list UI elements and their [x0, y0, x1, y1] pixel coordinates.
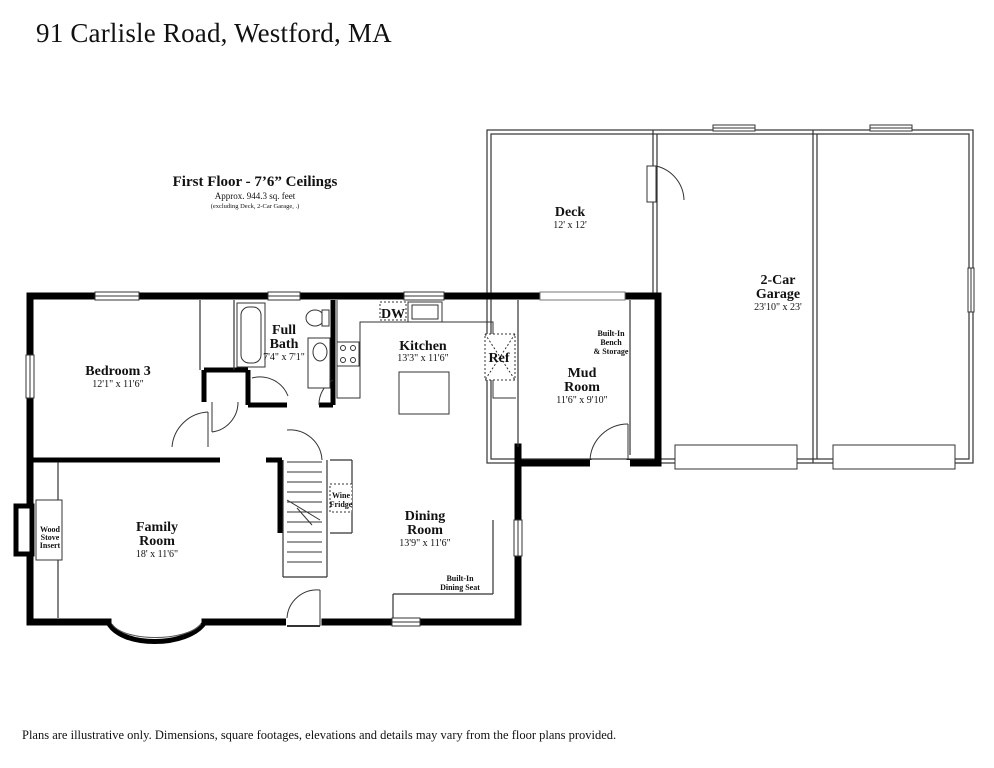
interior-walls	[30, 300, 336, 533]
bench-label-3: & Storage	[594, 347, 629, 356]
dw-label: DW	[381, 307, 405, 322]
mudroom-dim: 11'6" x 9'10"	[556, 395, 607, 406]
dining-seat-label-1: Built-In	[446, 574, 474, 583]
floor-heading-group: First Floor - 7’6” Ceilings Approx. 944.…	[173, 174, 338, 210]
bath-fixtures	[236, 302, 331, 389]
stairs	[286, 461, 322, 563]
bath-dim: 7'4" x 7'1"	[263, 352, 305, 363]
kitchen-fixtures	[336, 300, 516, 415]
deck-dim: 12' x 12'	[553, 220, 587, 231]
garage-dim: 23'10" x 23'	[754, 302, 802, 313]
bedroom3-label: Bedroom 3	[85, 364, 150, 379]
dining-label-2: Room	[407, 523, 443, 538]
disclaimer: Plans are illustrative only. Dimensions,…	[22, 728, 617, 742]
deck-label: Deck	[555, 205, 586, 220]
wine-label-1: Wine	[332, 491, 351, 500]
stove-label-3: Insert	[40, 541, 61, 550]
wood-stove	[13, 499, 63, 561]
mudroom-label-2: Room	[564, 380, 600, 395]
windows	[25, 291, 626, 627]
garage-label-2: Garage	[756, 287, 800, 302]
mudroom-label: Mud	[568, 366, 597, 381]
page-title: 91 Carlisle Road, Westford, MA	[36, 18, 392, 48]
family-dim: 18' x 11'6"	[136, 549, 178, 560]
bedroom3-dim: 12'1" x 11'6"	[92, 379, 143, 390]
family-label-2: Room	[139, 534, 175, 549]
wine-label-2: Fridge	[330, 500, 353, 509]
dining-dim: 13'9" x 11'6"	[399, 538, 450, 549]
dining-label: Dining	[405, 509, 445, 524]
bench-label-2: Bench	[600, 338, 622, 347]
wine-fridge-box	[329, 483, 353, 513]
garage-windows	[674, 124, 975, 470]
stove-label-1: Wood	[40, 525, 61, 534]
garage-label: 2-Car	[761, 273, 796, 288]
floor-area: Approx. 944.3 sq. feet	[215, 191, 296, 201]
family-label: Family	[136, 520, 178, 535]
ref-label: Ref	[489, 351, 510, 366]
deck-door	[646, 165, 685, 203]
bath-label-2: Bath	[270, 337, 299, 352]
floor-note: (excluding Deck, 2-Car Garage, .)	[211, 203, 300, 210]
stove-label-2: Stove	[41, 533, 60, 542]
bay-window	[105, 620, 208, 644]
kitchen-dim: 13'3" x 11'6"	[397, 353, 448, 364]
dining-seat-label-2: Dining Seat	[440, 583, 480, 592]
kitchen-label: Kitchen	[399, 339, 447, 354]
doors	[171, 376, 630, 628]
bath-label: Full	[272, 323, 296, 338]
floor-heading: First Floor - 7’6” Ceilings	[173, 174, 338, 190]
bench-label-1: Built-In	[597, 329, 625, 338]
